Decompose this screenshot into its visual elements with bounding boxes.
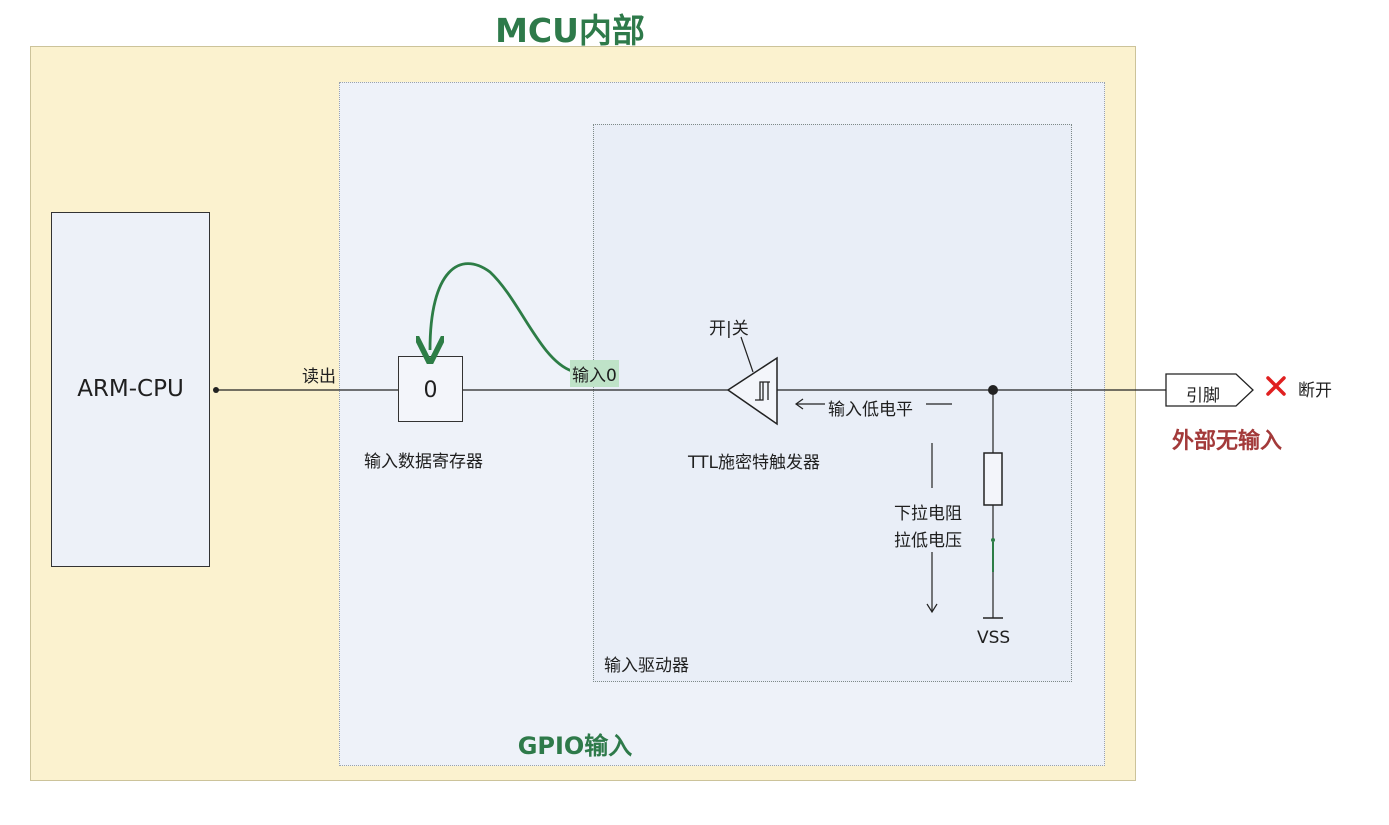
read-label: 读出 [302,367,336,387]
pulldown-label-line2: 拉低电压 [894,531,962,551]
register-value: 0 [423,378,438,403]
schmitt-trigger-symbol [726,356,778,426]
vss-label: VSS [977,628,1011,648]
switch-label: 开|关 [709,319,749,339]
switch-pointer-line [740,336,754,373]
green-feedback-arrow [430,262,573,373]
pin-label: 引脚 [1186,386,1220,406]
mcu-title: MCU内部 [495,11,645,50]
arm-cpu-block [51,212,210,567]
input-driver-label: 输入驱动器 [604,656,689,676]
gpio-input-title: GPIO输入 [517,732,633,760]
disconnect-label: 断开 [1298,381,1332,401]
schmitt-trigger-label: TTL施密特触发器 [688,453,820,473]
pulldown-label-line1: 下拉电阻 [894,504,962,524]
disconnect-x-icon [1266,376,1286,396]
low-level-label: 输入低电平 [828,400,913,420]
cpu-input-node [213,387,219,393]
external-no-input-label: 外部无输入 [1172,429,1283,454]
input-zero-tag: 输入0 [570,360,619,387]
pin-symbol [1165,373,1254,407]
input-data-register-block [398,356,463,422]
input-driver-boundary [593,124,1072,682]
cpu-label: ARM-CPU [77,376,184,402]
pulldown-resistor-symbol [983,452,1003,506]
register-label: 输入数据寄存器 [364,452,483,472]
hysteresis-icon [755,381,770,401]
